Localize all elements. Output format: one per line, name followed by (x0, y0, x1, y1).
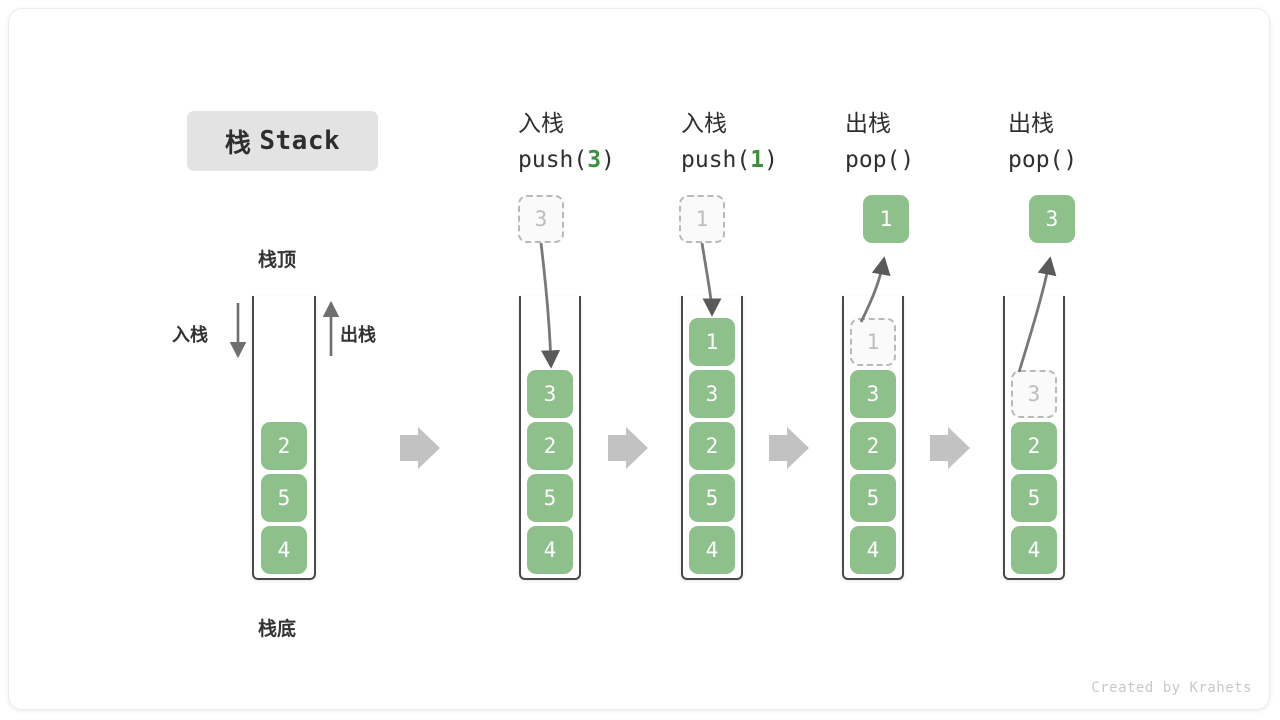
stack-cell: 4 (689, 526, 735, 574)
stack-bottom-label: 栈底 (258, 618, 297, 640)
stack-cell: 2 (689, 422, 735, 470)
caption-pop-1: 出栈 pop() (845, 108, 914, 176)
stack-cell: 5 (1011, 474, 1057, 522)
code-suffix: ) (900, 146, 915, 173)
caption-cjk-pop-3: 出栈 (1008, 111, 1054, 137)
stack-cell: 2 (850, 422, 896, 470)
code-suffix: ) (601, 146, 615, 173)
stack-cell: 2 (527, 422, 573, 470)
stack-cell: 4 (850, 526, 896, 574)
code-arg: 3 (587, 146, 602, 173)
stack-cell: 3 (689, 370, 735, 418)
stack-cell: 4 (1011, 526, 1057, 574)
stack-cell: 5 (261, 474, 307, 522)
caption-code-push-1: push(1) (681, 144, 778, 177)
caption-cjk-pop-1: 出栈 (845, 111, 891, 137)
caption-cjk-push-1: 入栈 (681, 111, 727, 137)
title-cjk: 栈 (224, 128, 252, 159)
stack-cell-ghost: 3 (1011, 370, 1057, 418)
code-arg: 1 (750, 146, 765, 173)
caption-pop-3: 出栈 pop() (1008, 108, 1077, 176)
stack-cell: 2 (261, 422, 307, 470)
stack-cell: 4 (527, 526, 573, 574)
float-box-push-1: 1 (679, 195, 725, 243)
page-title: 栈 Stack (187, 111, 378, 171)
caption-code-pop-3: pop() (1008, 144, 1077, 177)
caption-push-3: 入栈 push(3) (518, 108, 615, 176)
title-latin: Stack (259, 126, 341, 156)
code-suffix: ) (764, 146, 778, 173)
code-prefix: pop( (845, 146, 901, 173)
caption-push-1: 入栈 push(1) (681, 108, 778, 176)
stack-cell: 4 (261, 526, 307, 574)
pop-side-label: 出栈 (340, 325, 376, 346)
stack-cell-ghost: 1 (850, 318, 896, 366)
stack-cell: 5 (527, 474, 573, 522)
stack-cell: 2 (1011, 422, 1057, 470)
float-box-push-3: 3 (518, 195, 564, 243)
stack-cell: 5 (850, 474, 896, 522)
stack-cell: 1 (689, 318, 735, 366)
stack-cell: 3 (527, 370, 573, 418)
code-prefix: pop( (1008, 146, 1064, 173)
float-box-pop-3: 3 (1029, 195, 1075, 243)
stack-top-label: 栈顶 (258, 249, 297, 271)
float-box-pop-1: 1 (863, 195, 909, 243)
stack-cell: 5 (689, 474, 735, 522)
stack-cell: 3 (850, 370, 896, 418)
credit-text: Created by Krahets (1091, 680, 1252, 696)
push-side-label: 入栈 (172, 325, 208, 346)
caption-cjk-push-3: 入栈 (518, 111, 564, 137)
caption-code-push-3: push(3) (518, 144, 615, 177)
code-prefix: push( (518, 146, 588, 173)
code-suffix: ) (1063, 146, 1078, 173)
caption-code-pop-1: pop() (845, 144, 914, 177)
code-prefix: push( (681, 146, 751, 173)
